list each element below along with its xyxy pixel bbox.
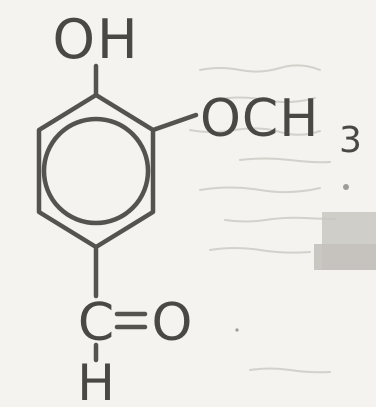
aromatic-circle — [41, 116, 151, 226]
ink-speck-small — [235, 328, 239, 332]
benzene-ring — [36, 92, 156, 250]
methoxy-label: OCH — [200, 89, 319, 149]
substituent-bonds — [93, 63, 199, 363]
ink-speck — [343, 184, 349, 190]
hydroxyl-label: OH — [52, 8, 139, 71]
bond-methoxy — [150, 112, 199, 133]
methoxy-subscript: 3 — [339, 120, 362, 161]
bleed-through-marks — [189, 64, 336, 374]
carbonyl-carbon-label: C — [78, 293, 114, 353]
aldehyde-hydrogen-label: H — [77, 354, 115, 407]
gray-smudge-lower — [314, 244, 376, 270]
carbonyl-oxygen-label: O — [152, 293, 193, 353]
